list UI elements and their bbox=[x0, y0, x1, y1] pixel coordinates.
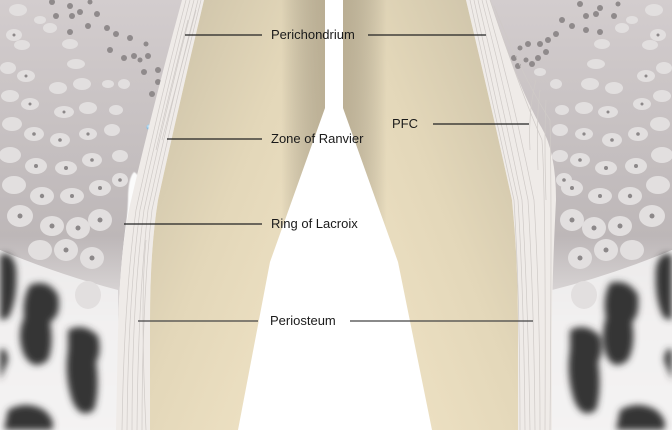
fibrous-lines-left bbox=[121, 0, 202, 430]
fibrous-lines-right bbox=[469, 0, 552, 430]
chondrocyte-nuclei-right bbox=[562, 33, 660, 261]
label-perichondrium: Perichondrium bbox=[271, 27, 355, 42]
marrow-spaces-left bbox=[0, 253, 100, 430]
label-pfc: PFC bbox=[392, 116, 418, 131]
chondrocyte-nuclei-left bbox=[12, 33, 122, 261]
marrow-spaces-right bbox=[568, 253, 672, 430]
left-physis bbox=[0, 0, 325, 430]
right-physis bbox=[343, 0, 672, 430]
label-periosteum: Periosteum bbox=[270, 313, 336, 328]
label-zone-of-ranvier: Zone of Ranvier bbox=[271, 131, 364, 146]
label-ring-of-lacroix: Ring of Lacroix bbox=[271, 216, 358, 231]
chondrocytes-left bbox=[0, 4, 130, 309]
leader-lines bbox=[124, 34, 533, 322]
